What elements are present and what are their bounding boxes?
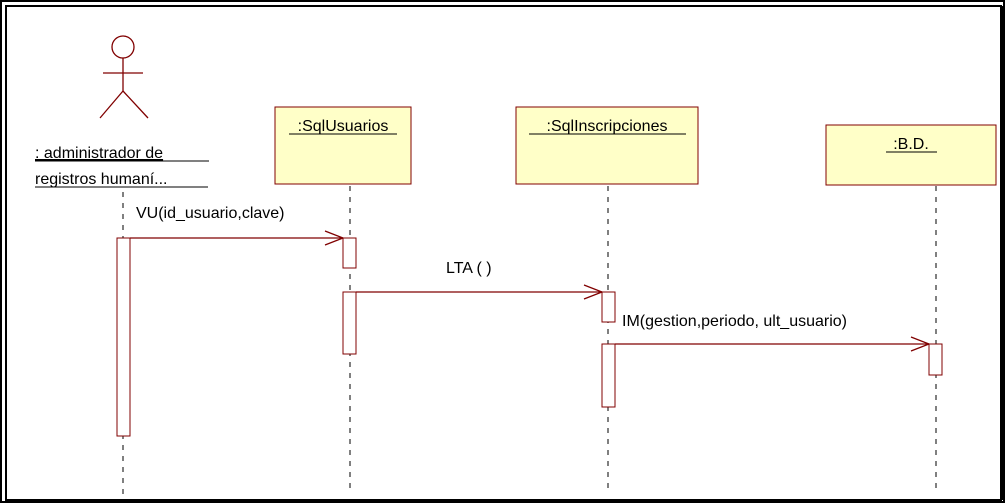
message-lta[interactable]: LTA ( ) [356,260,604,300]
diagram-frame-right-edge [1000,6,1004,500]
message-label: VU(id_usuario,clave) [136,205,285,222]
activation-sqlinscripciones-1 [601,291,616,323]
message-label: IM(gestion,periodo, ult_usuario) [622,313,847,330]
diagram-frame-inner [5,5,1002,501]
object-box [274,106,412,185]
actor-label-line1: : administrador de [35,145,163,162]
object-sqlinscripciones[interactable]: :SqlInscripciones [515,106,699,185]
message-arrowhead [583,284,604,300]
object-box [825,124,997,186]
object-sqlusuarios[interactable]: :SqlUsuarios [274,106,412,185]
activation-bd [928,343,943,376]
object-label: :SqlUsuarios [298,118,389,135]
message-vu[interactable]: VU(id_usuario,clave) [130,205,345,246]
activation-sqlinscripciones-2 [601,343,616,408]
object-box [515,106,699,185]
object-bd[interactable]: :B.D. [825,124,997,186]
object-label: :SqlInscripciones [547,118,668,135]
actor-figure[interactable] [99,35,149,119]
actor-left-leg [99,90,124,119]
activation-actor [116,237,131,437]
message-arrowhead [910,336,931,352]
object-label: :B.D. [893,136,929,153]
activation-sqlusuarios-1 [342,237,357,269]
message-arrowhead [324,230,345,246]
activation-sqlusuarios-2 [342,291,357,355]
message-label: LTA ( ) [446,260,492,277]
actor-right-leg [122,90,149,119]
actor-head [111,35,135,59]
actor-label-line2: registros humaní... [35,171,168,188]
message-im[interactable]: IM(gestion,periodo, ult_usuario) [615,313,931,352]
